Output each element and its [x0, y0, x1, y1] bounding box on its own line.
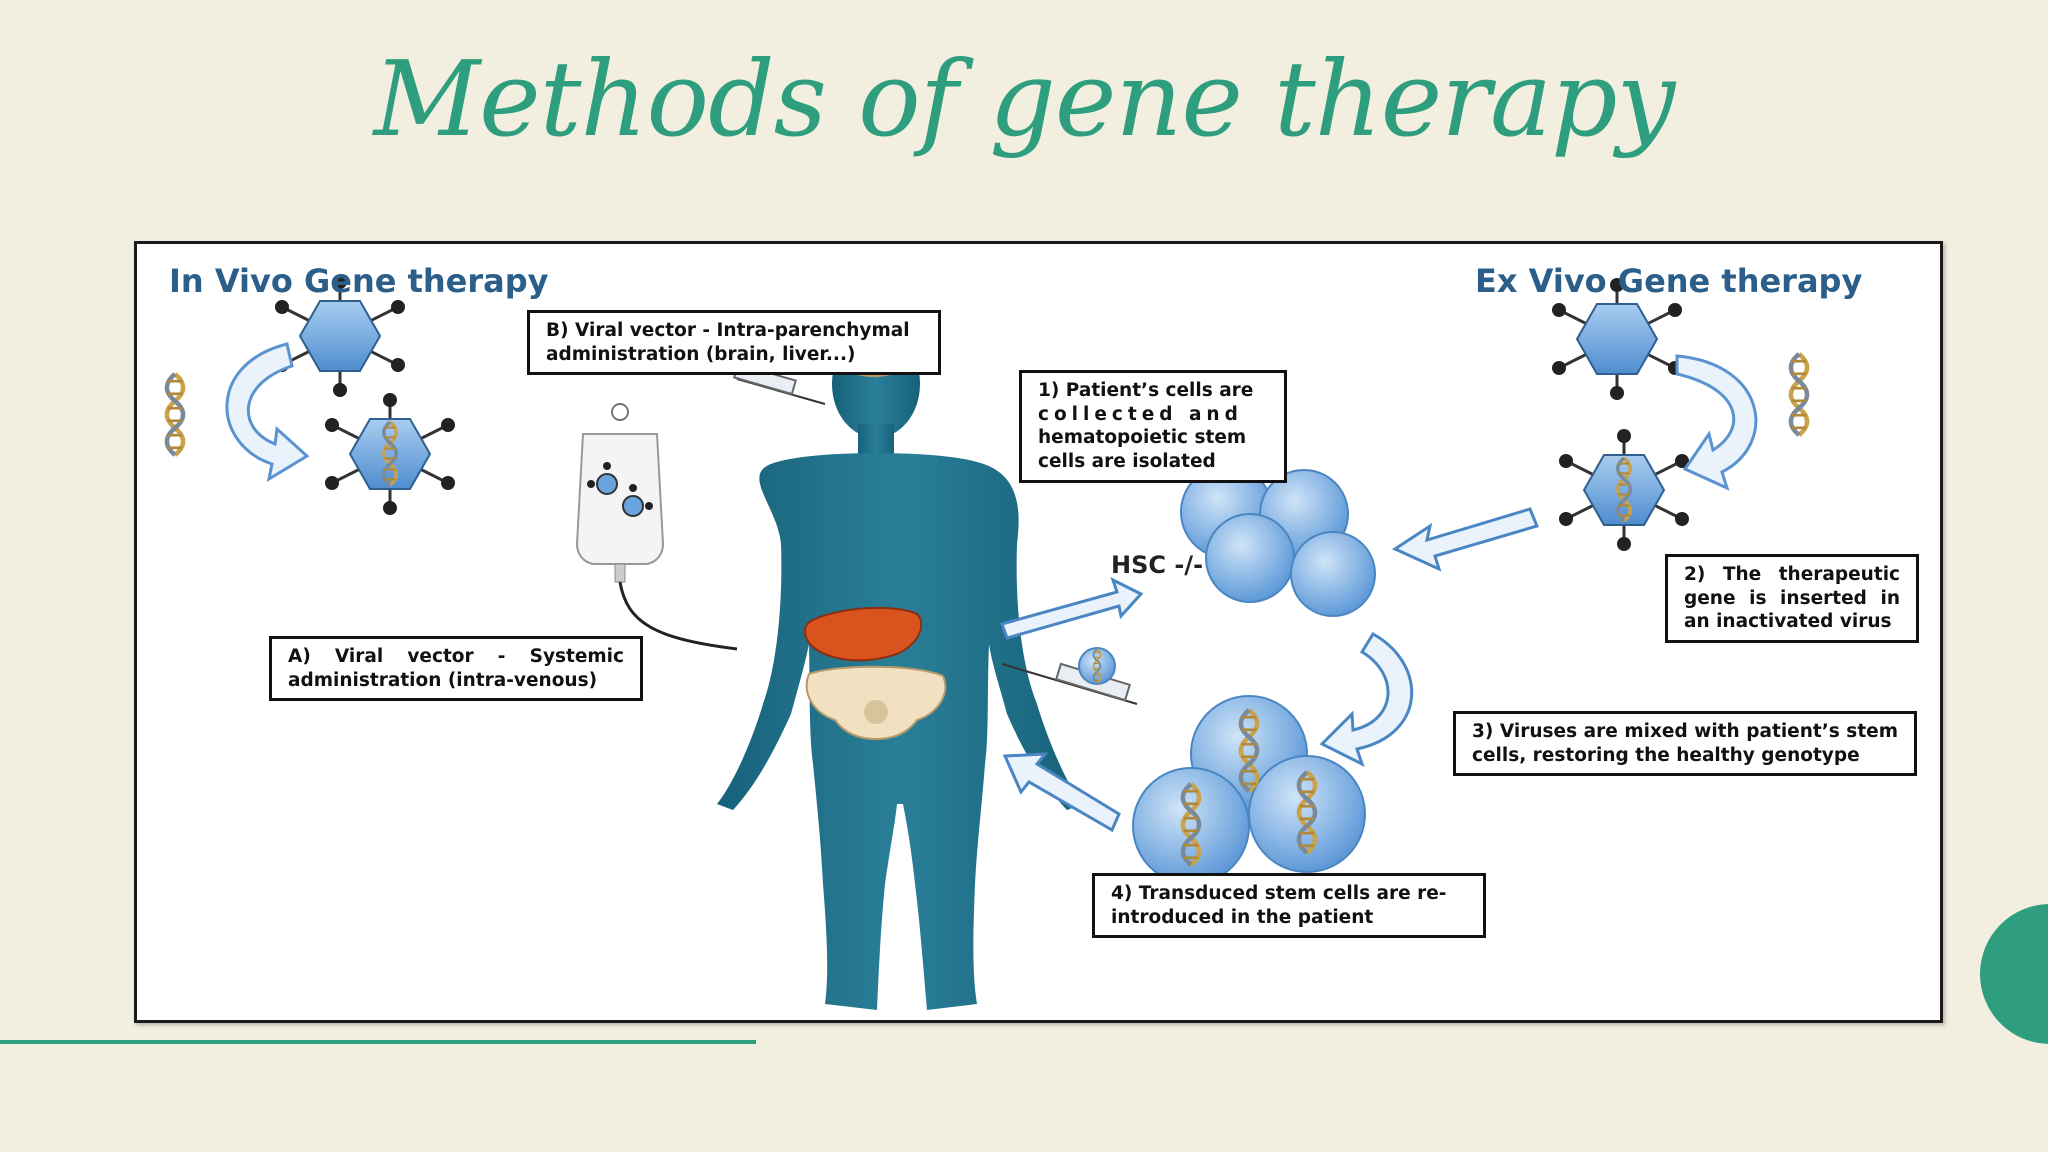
- arrow-back-to-patient: [1002, 752, 1121, 833]
- callout-step-1: 1) Patient’s cells are collected and hem…: [1019, 370, 1287, 483]
- step-1-line-2: collected and: [1038, 403, 1243, 425]
- transduced-stem-cells: [1132, 695, 1366, 885]
- arrow-to-hsc: [1000, 577, 1144, 640]
- human-body: [717, 323, 1082, 1010]
- callout-systemic: A) Viral vector - Systemic administratio…: [269, 636, 643, 702]
- slide-title: Methods of gene therapy: [373, 38, 1676, 160]
- in-vivo-heading: In Vivo Gene therapy: [169, 262, 549, 300]
- step-1-line-3: hematopoietic stem: [1038, 427, 1247, 449]
- step-1-line-4: cells are isolated: [1038, 451, 1216, 473]
- in-vivo-dna-helix: [167, 374, 183, 455]
- in-vivo-loaded-virus: [323, 391, 457, 517]
- gene-therapy-diagram: In Vivo Gene therapy Ex Vivo Gene therap…: [134, 241, 1943, 1023]
- ex-vivo-dna-helix: [1791, 354, 1807, 435]
- callout-intra-parenchymal: B) Viral vector - Intra-parenchymal admi…: [527, 310, 941, 376]
- ex-vivo-heading: Ex Vivo Gene therapy: [1475, 262, 1863, 300]
- callout-step-4: 4) Transduced stem cells are re-introduc…: [1092, 873, 1486, 939]
- step-1-line-1: 1) Patient’s cells are: [1038, 380, 1254, 401]
- arrow-curve-down: [1319, 631, 1414, 767]
- callout-step-3: 3) Viruses are mixed with patient’s stem…: [1453, 711, 1917, 777]
- stem-cell-syringe: [1001, 647, 1138, 705]
- isolated-stem-cells: [1180, 465, 1376, 617]
- arrow-virus-to-cells: [1391, 507, 1540, 572]
- accent-circle: [1980, 904, 2048, 1044]
- ex-vivo-loaded-virus: [1557, 427, 1691, 553]
- hsc-label: HSC -/-: [1111, 551, 1204, 579]
- ex-vivo-curved-arrow: [1675, 354, 1758, 491]
- in-vivo-curved-arrow: [225, 342, 310, 483]
- iv-bag: [575, 403, 738, 651]
- accent-underline: [0, 1040, 756, 1044]
- callout-step-2: 2) The therapeutic gene is inserted in a…: [1665, 554, 1919, 644]
